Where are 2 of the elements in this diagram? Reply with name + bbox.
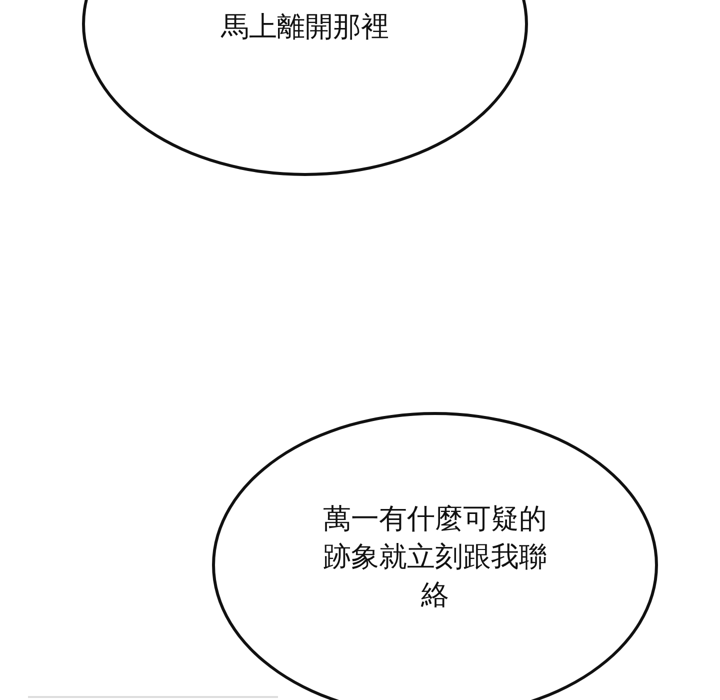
speech-text: 萬一有什麼可疑的跡象就立刻跟我聯絡 <box>322 501 548 613</box>
speech-text: 馬上離開那裡 <box>220 9 390 45</box>
